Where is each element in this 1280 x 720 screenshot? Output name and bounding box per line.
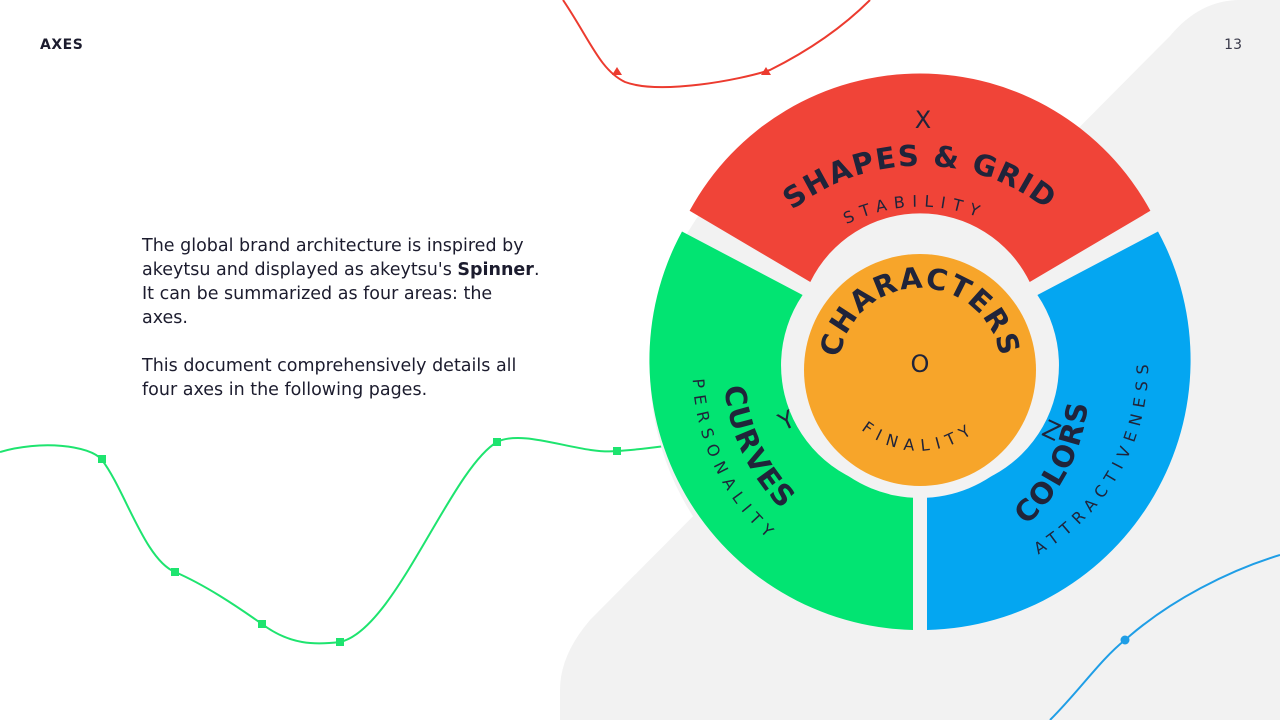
paragraph-2: This document comprehensively details al… <box>142 356 517 400</box>
center-characters <box>804 254 1036 486</box>
body-text: The global brand architecture is inspire… <box>142 234 542 426</box>
blue-curve-node <box>1120 635 1130 645</box>
green-curve-node <box>171 568 179 576</box>
red-curve <box>562 0 871 89</box>
paragraph-1-end: . It can be summarized as four areas: th… <box>142 260 540 328</box>
red-curve-marker <box>761 67 771 75</box>
page-number: 13 <box>1224 37 1242 53</box>
segment-colors <box>927 231 1191 630</box>
segment-curves <box>649 231 913 630</box>
green-curve-node <box>258 620 266 628</box>
spinner-term: Spinner <box>457 260 534 280</box>
segment-shapes-grid <box>689 73 1151 282</box>
blue-curve <box>1049 554 1280 720</box>
green-curve-node <box>493 438 501 446</box>
axis-letter-o: O <box>911 350 930 378</box>
green-curve-node <box>336 638 344 646</box>
page-heading: AXES <box>40 37 84 53</box>
green-curve-node <box>98 455 106 463</box>
green-curve <box>0 437 666 645</box>
axis-letter-x: X <box>915 106 931 134</box>
red-curve-marker <box>612 67 622 75</box>
green-curve-node <box>613 447 621 455</box>
paragraph-1-start: The global brand architecture is inspire… <box>142 236 524 280</box>
paragraph-1: The global brand architecture is inspire… <box>142 234 542 330</box>
